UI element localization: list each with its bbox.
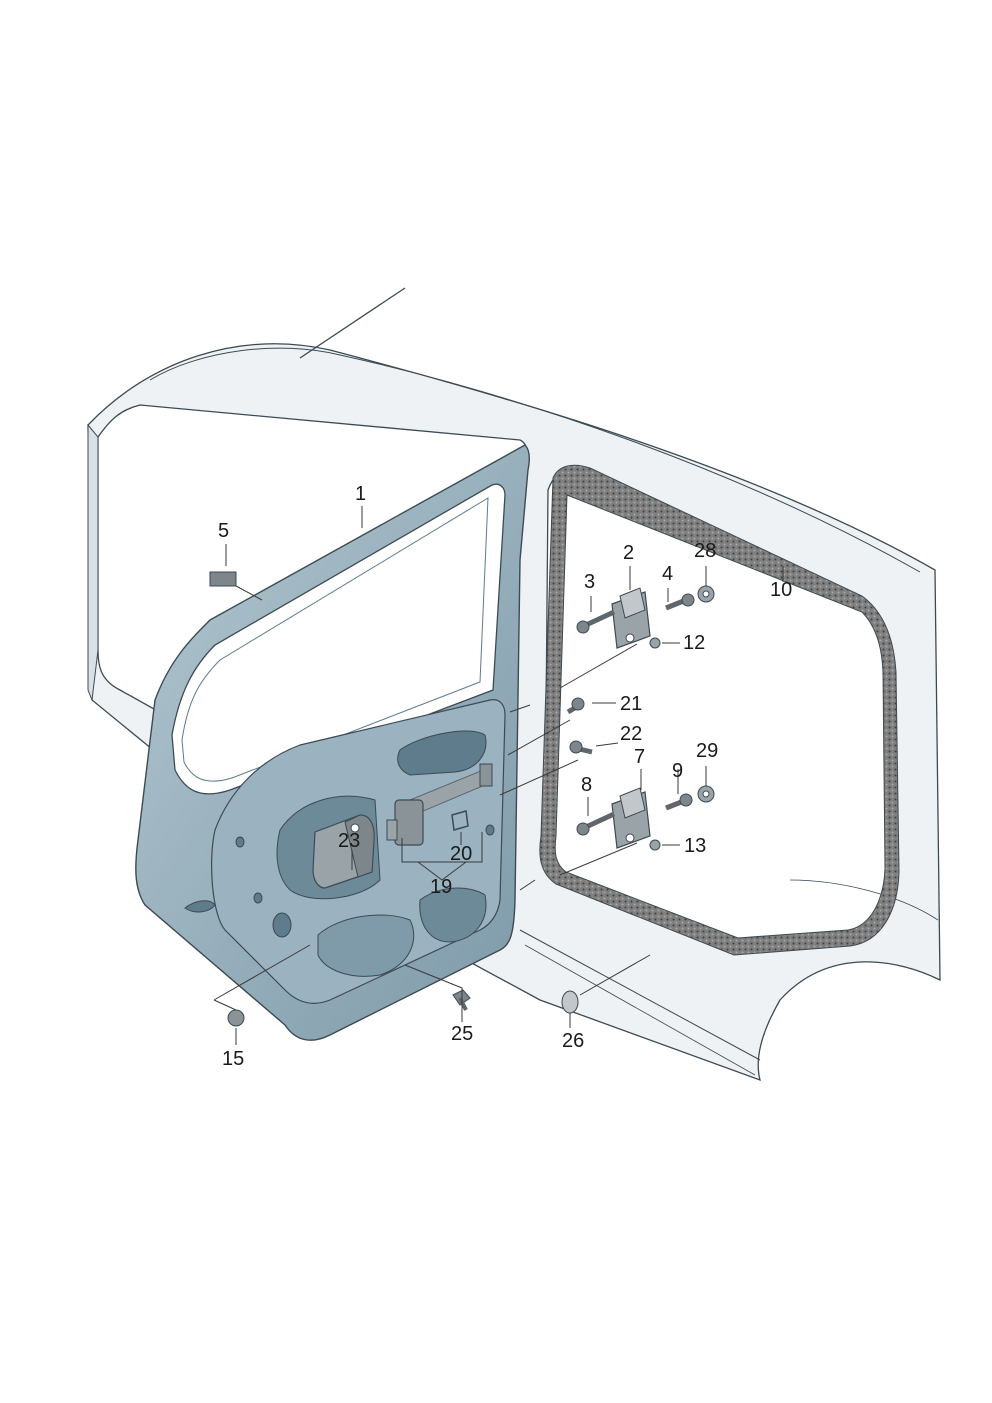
callout-19: 19 bbox=[430, 876, 452, 898]
bolt-9 bbox=[665, 793, 693, 811]
callout-5: 5 bbox=[218, 520, 229, 542]
upper-hinge-pin bbox=[625, 633, 635, 643]
check-strap-bracket bbox=[386, 819, 398, 841]
upper-hinge bbox=[611, 587, 651, 649]
callouts: 1 5 2 3 4 28 10 12 21 22 7 29 9 8 13 23 … bbox=[218, 483, 792, 1070]
door-handle-recess bbox=[184, 900, 216, 913]
bolt-3 bbox=[576, 609, 616, 634]
door-hole-4 bbox=[485, 824, 495, 836]
door-cavity-right bbox=[419, 887, 487, 943]
callout-1: 1 bbox=[355, 483, 366, 505]
callout-12: 12 bbox=[683, 632, 705, 654]
leader-lines bbox=[213, 506, 784, 1045]
cap-13 bbox=[649, 839, 661, 851]
callout-10: 10 bbox=[770, 579, 792, 601]
callout-28: 28 bbox=[694, 540, 716, 562]
callout-22: 22 bbox=[620, 723, 642, 745]
callout-15: 15 bbox=[222, 1048, 244, 1070]
body-crease bbox=[789, 879, 939, 921]
lower-hinge-pin bbox=[625, 833, 635, 843]
plug-15 bbox=[227, 1009, 245, 1027]
callout-13: 13 bbox=[684, 835, 706, 857]
sill-line bbox=[519, 929, 761, 1061]
door-check-strap bbox=[386, 763, 493, 846]
upper-hinge-leaf bbox=[619, 587, 646, 619]
callout-9: 9 bbox=[672, 760, 683, 782]
callout-21: 21 bbox=[620, 693, 642, 715]
callout-8: 8 bbox=[581, 774, 592, 796]
bolt-21 bbox=[566, 697, 585, 715]
cap-12 bbox=[649, 637, 661, 649]
bolt-4 bbox=[665, 593, 695, 611]
roof-line bbox=[299, 287, 406, 359]
sill-line-2 bbox=[524, 944, 756, 1076]
nut-29 bbox=[697, 785, 715, 803]
door-seal bbox=[539, 464, 900, 956]
check-strap-housing bbox=[394, 799, 424, 846]
gasket-20 bbox=[451, 810, 469, 831]
callout-3: 3 bbox=[584, 571, 595, 593]
callout-20: 20 bbox=[450, 843, 472, 865]
door-hole-2 bbox=[253, 892, 263, 904]
lower-hinge-leaf bbox=[619, 787, 646, 819]
callout-2: 2 bbox=[623, 542, 634, 564]
door-lock bbox=[312, 814, 375, 889]
door-window-inner bbox=[181, 497, 489, 782]
callout-7: 7 bbox=[634, 746, 645, 768]
door-hole-1 bbox=[272, 912, 292, 938]
callout-26: 26 bbox=[562, 1030, 584, 1052]
bolt-8 bbox=[576, 811, 616, 836]
door-lock-hole bbox=[350, 823, 360, 833]
door-cavity-lower bbox=[317, 914, 415, 977]
callout-23: 23 bbox=[338, 830, 360, 852]
bolt-22 bbox=[569, 740, 593, 755]
front-aperture-shade bbox=[87, 423, 99, 701]
lower-hinge bbox=[611, 787, 651, 849]
callout-4: 4 bbox=[662, 563, 673, 585]
door-seal-strip bbox=[539, 464, 900, 956]
plug-26 bbox=[561, 990, 579, 1014]
callout-25: 25 bbox=[451, 1023, 473, 1045]
nut-28 bbox=[697, 585, 715, 603]
door-hole-3 bbox=[235, 836, 245, 848]
door-cavity-upper bbox=[397, 730, 487, 776]
label-sticker-5 bbox=[209, 571, 237, 587]
callout-29: 29 bbox=[696, 740, 718, 762]
check-strap-end bbox=[479, 763, 493, 787]
roof-rail bbox=[149, 347, 921, 573]
